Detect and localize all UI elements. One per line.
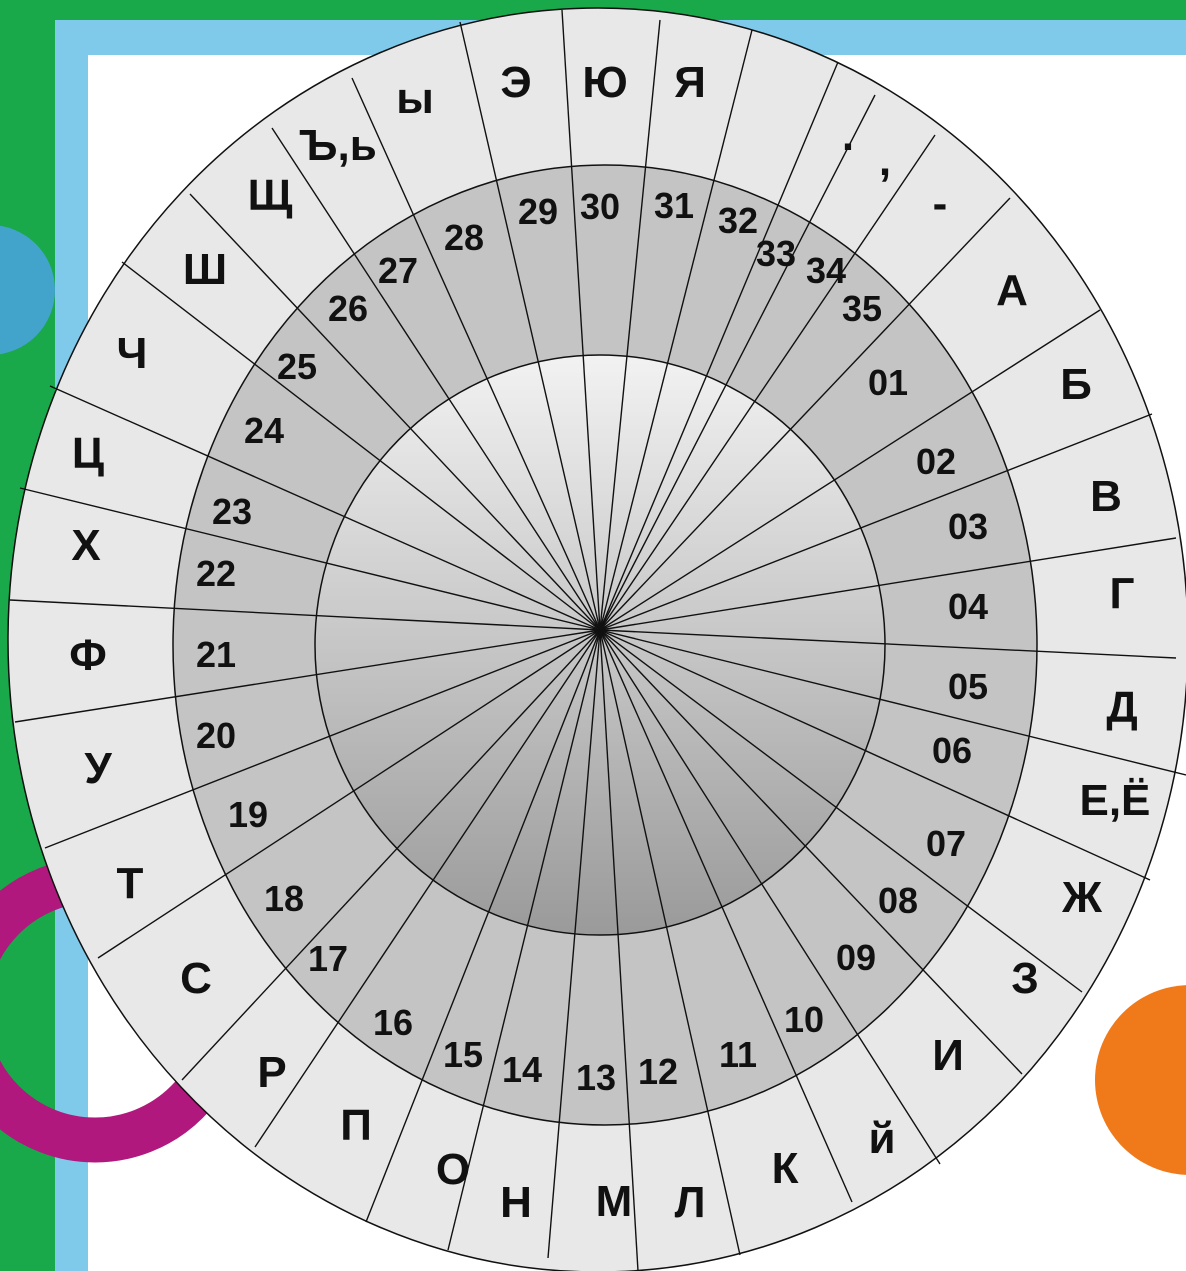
number-label: 34: [806, 250, 846, 291]
number-label: 03: [948, 506, 988, 547]
number-label: 07: [926, 823, 966, 864]
number-label: 08: [878, 880, 918, 921]
number-label: 09: [836, 937, 876, 978]
outer-letter-label: Ч: [117, 329, 148, 378]
number-label: 21: [196, 634, 236, 675]
outer-letter-label: И: [932, 1031, 964, 1080]
outer-letter-label: Ю: [582, 58, 627, 107]
number-label: 02: [916, 441, 956, 482]
number-label: 04: [948, 586, 988, 627]
number-label: 19: [228, 794, 268, 835]
outer-letter-label: Ъ,ь: [299, 121, 377, 170]
number-label: 14: [502, 1049, 542, 1090]
outer-letter-label: Ш: [183, 245, 227, 294]
outer-letter-label: Н: [500, 1178, 532, 1227]
number-label: 05: [948, 666, 988, 707]
outer-letter-label: З: [1011, 954, 1039, 1003]
number-label: 01: [868, 362, 908, 403]
outer-letter-label: Л: [675, 1178, 706, 1227]
outer-letter-label: В: [1090, 472, 1122, 521]
outer-letter-label: О: [436, 1145, 470, 1194]
outer-letter-label: М: [596, 1177, 633, 1226]
number-label: 26: [328, 288, 368, 329]
outer-letter-label: Щ: [248, 171, 293, 220]
outer-letter-label: Ц: [72, 429, 104, 478]
number-label: 06: [932, 730, 972, 771]
number-label: 35: [842, 288, 882, 329]
number-label: 12: [638, 1051, 678, 1092]
outer-letter-label: ,: [879, 136, 891, 185]
outer-letter-label: Т: [117, 859, 144, 908]
number-label: 29: [518, 191, 558, 232]
number-label: 24: [244, 410, 284, 451]
number-label: 28: [444, 217, 484, 258]
outer-letter-label: Г: [1110, 569, 1135, 618]
center-disc: [315, 355, 885, 935]
outer-letter-label: -: [933, 179, 948, 228]
number-label: 10: [784, 999, 824, 1040]
outer-letter-label: Ф: [69, 631, 107, 680]
outer-letter-label: Б: [1060, 360, 1092, 409]
outer-letter-label: Ж: [1061, 873, 1102, 922]
number-label: 22: [196, 553, 236, 594]
outer-letter-label: .: [842, 111, 854, 160]
number-label: 11: [719, 1034, 757, 1075]
outer-letter-label: Д: [1106, 683, 1137, 732]
number-label: 15: [443, 1034, 483, 1075]
number-label: 33: [756, 233, 796, 274]
outer-letter-label: А: [996, 266, 1028, 315]
number-label: 18: [264, 878, 304, 919]
outer-letter-label: С: [180, 954, 212, 1003]
number-label: 27: [378, 250, 418, 291]
outer-letter-label: У: [84, 744, 112, 793]
outer-letter-label: Х: [71, 521, 100, 570]
outer-letter-label: П: [340, 1101, 372, 1150]
number-label: 17: [308, 938, 348, 979]
number-label: 25: [277, 346, 317, 387]
number-label: 32: [718, 200, 758, 241]
number-label: 13: [576, 1057, 616, 1098]
number-label: 16: [373, 1002, 413, 1043]
outer-letter-label: Я: [674, 58, 706, 107]
number-label: 31: [654, 185, 694, 226]
outer-letter-label: Е,Ё: [1079, 776, 1150, 825]
number-label: 30: [580, 186, 620, 227]
number-label: 23: [212, 491, 252, 532]
outer-letter-label: Р: [257, 1048, 286, 1097]
outer-letter-label: ы: [396, 74, 434, 123]
number-label: 20: [196, 715, 236, 756]
outer-letter-label: Э: [500, 58, 531, 107]
outer-letter-label: К: [772, 1144, 799, 1193]
outer-letter-label: й: [868, 1114, 895, 1163]
